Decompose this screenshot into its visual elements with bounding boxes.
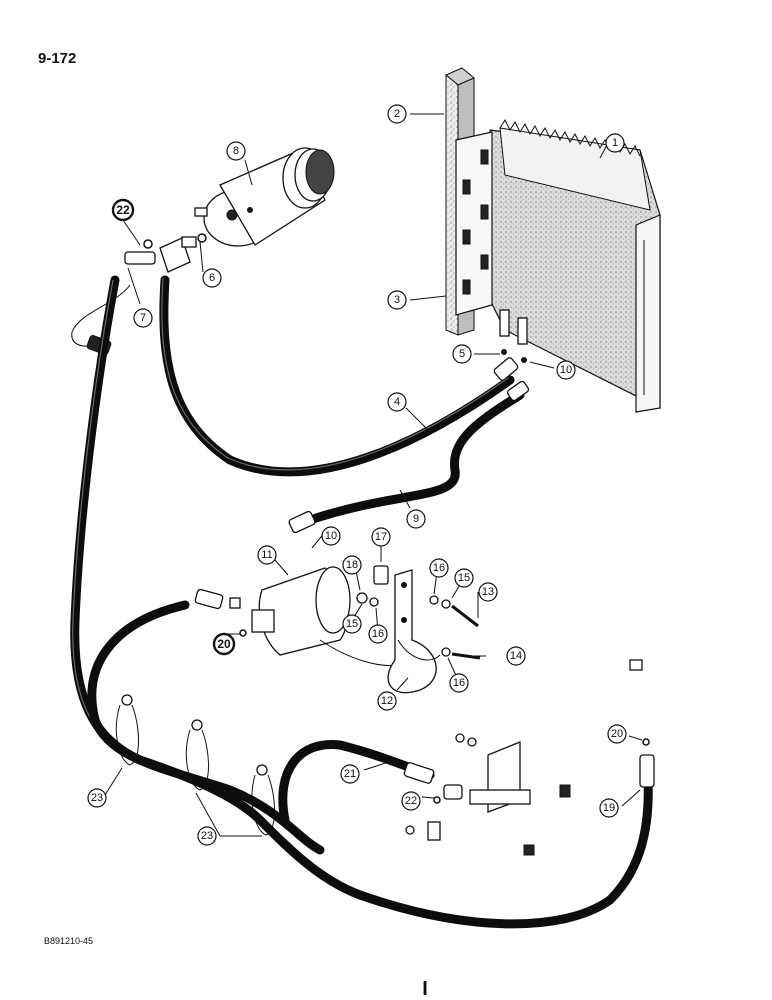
callout-4: 4	[387, 392, 407, 412]
callout-16-mid: 16	[368, 624, 388, 644]
svg-text:16: 16	[453, 677, 465, 689]
callout-22-bottom: 22	[401, 791, 421, 811]
svg-text:22: 22	[405, 795, 417, 807]
callout-17: 17	[371, 527, 391, 547]
svg-text:23: 23	[201, 830, 213, 842]
svg-text:15: 15	[346, 618, 358, 630]
svg-text:10: 10	[560, 364, 572, 376]
svg-text:23: 23	[91, 792, 103, 804]
svg-text:20: 20	[611, 728, 623, 740]
svg-text:16: 16	[433, 562, 445, 574]
callout-11: 11	[257, 545, 277, 565]
tee-fitting	[124, 233, 207, 273]
svg-text:12: 12	[381, 695, 393, 707]
hose-19	[639, 754, 655, 788]
callout-9: 9	[406, 509, 426, 529]
line-bracket	[405, 733, 650, 856]
svg-text:19: 19	[603, 802, 615, 814]
hose-9	[288, 380, 530, 534]
callout-14: 14	[506, 646, 526, 666]
compressor-8	[194, 147, 335, 247]
hose-4	[159, 275, 519, 477]
svg-text:21: 21	[344, 768, 356, 780]
callout-3: 3	[387, 290, 407, 310]
callout-15-left: 15	[342, 614, 362, 634]
callout-7: 7	[133, 308, 153, 328]
small-hardware	[229, 565, 481, 660]
callout-12: 12	[377, 691, 397, 711]
svg-text:22: 22	[116, 203, 130, 217]
svg-text:18: 18	[346, 559, 358, 571]
callout-8: 8	[226, 141, 246, 161]
callout-23-left: 23	[87, 788, 107, 808]
callout-16-bottom: 16	[449, 673, 469, 693]
svg-text:10: 10	[325, 530, 337, 542]
hose-to-drier	[87, 588, 325, 855]
hose-clamps-23	[115, 694, 275, 836]
svg-text:7: 7	[140, 312, 146, 324]
page-number: 9-172	[38, 50, 77, 67]
svg-text:5: 5	[459, 348, 465, 360]
svg-text:4: 4	[394, 396, 400, 408]
callout-22-top: 22	[111, 198, 135, 222]
svg-text:20: 20	[217, 637, 231, 651]
callout-23-bottom: 23	[197, 826, 217, 846]
receiver-drier-11	[251, 566, 401, 667]
svg-text:6: 6	[209, 272, 215, 284]
svg-text:14: 14	[510, 650, 522, 662]
callout-10-condenser: 10	[556, 360, 576, 380]
callout-20-right: 20	[607, 724, 627, 744]
svg-text:17: 17	[375, 531, 387, 543]
svg-text:15: 15	[458, 572, 470, 584]
svg-text:16: 16	[372, 628, 384, 640]
hose-21	[278, 739, 435, 825]
figure-code: B891210-45	[44, 936, 94, 946]
svg-text:11: 11	[261, 549, 272, 561]
condenser-fittings	[499, 309, 528, 363]
svg-text:1: 1	[612, 137, 618, 149]
callout-1: 1	[605, 133, 625, 153]
callout-6: 6	[202, 268, 222, 288]
callout-16-top: 16	[429, 558, 449, 578]
svg-text:2: 2	[394, 108, 400, 120]
svg-text:3: 3	[394, 294, 400, 306]
callout-20-left: 20	[212, 632, 236, 656]
callout-15-right: 15	[454, 568, 474, 588]
svg-text:13: 13	[482, 586, 494, 598]
page-mark: I	[422, 978, 428, 1000]
svg-text:8: 8	[233, 145, 239, 157]
callout-18: 18	[342, 555, 362, 575]
drier-bracket-12	[387, 569, 441, 694]
callout-5: 5	[452, 344, 472, 364]
callout-21: 21	[340, 764, 360, 784]
svg-text:9: 9	[413, 513, 419, 525]
callout-13: 13	[478, 582, 498, 602]
callout-19: 19	[599, 798, 619, 818]
callout-2: 2	[387, 104, 407, 124]
mounting-bracket-3	[455, 131, 493, 316]
callout-10-drier: 10	[321, 526, 341, 546]
